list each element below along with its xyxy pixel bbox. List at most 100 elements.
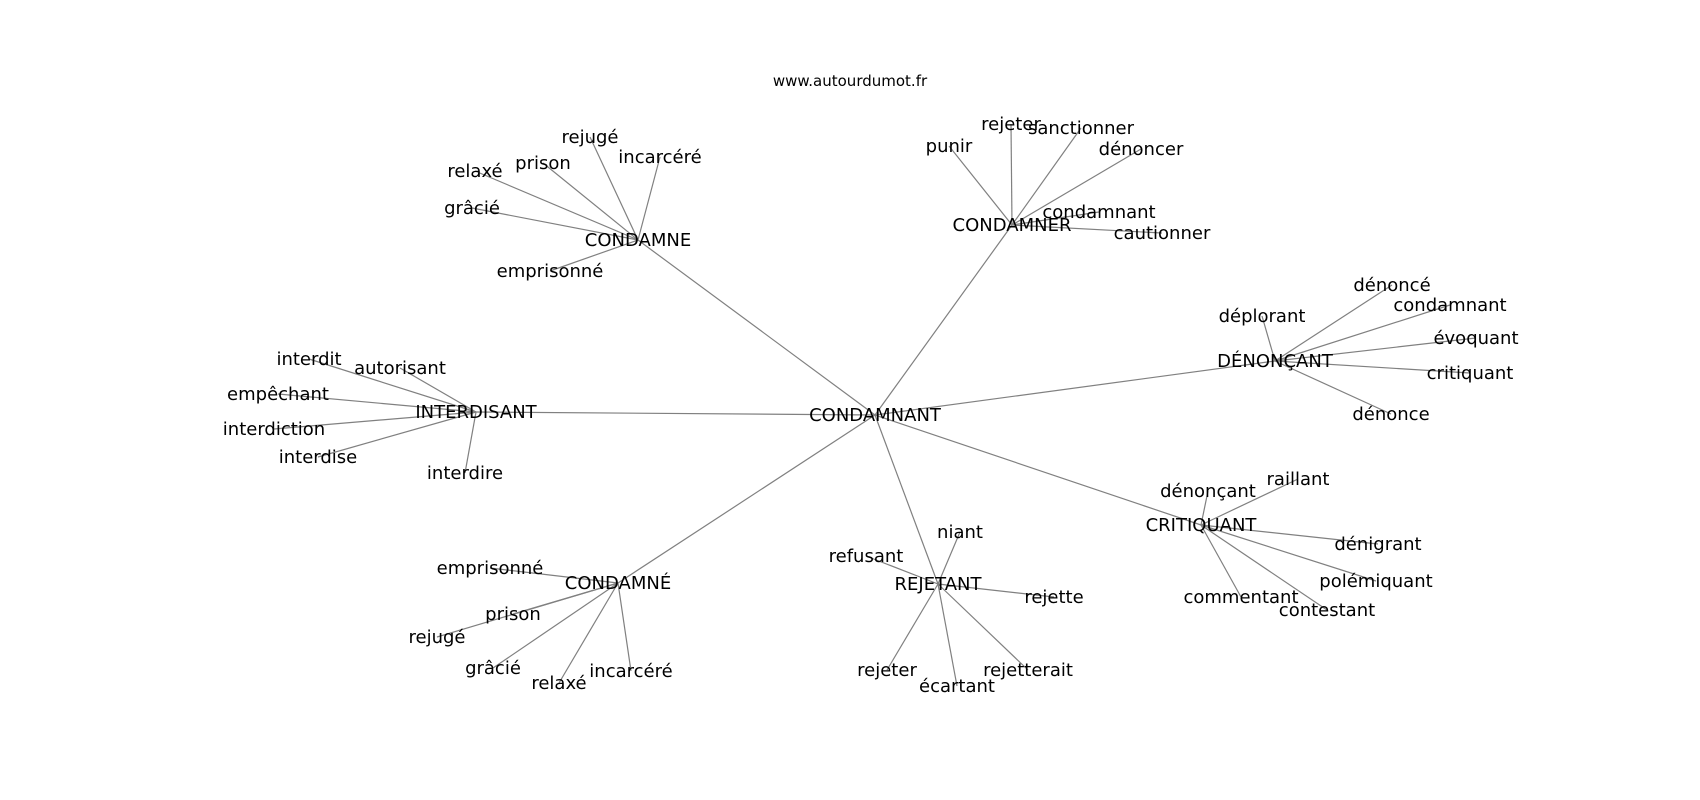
edge-rejetant-rejeter [886,583,939,671]
edge-denoncant-deplorant [1261,315,1276,362]
edge-condamne-emprisonne [489,567,619,584]
related-word-condamne-prison[interactable]: prison [515,153,571,174]
related-word-condamner-rejeter[interactable]: rejeter [981,114,1041,135]
related-word-denoncant-denonce[interactable]: dénonce [1352,404,1429,425]
related-word-critiquant-raillant[interactable]: raillant [1267,469,1330,490]
related-word-condamne-rejuge[interactable]: rejugé [409,627,466,648]
related-word-condamne-gracie[interactable]: grâcié [465,658,521,679]
related-word-rejetant-rejette[interactable]: rejette [1024,587,1083,608]
related-word-denoncant-critiquant[interactable]: critiquant [1427,363,1514,384]
cluster-word-condamne[interactable]: CONDAMNE [585,230,691,251]
edge-condamne-relaxe [558,582,619,684]
cluster-word-interdisant[interactable]: INTERDISANT [415,402,537,423]
related-word-condamne-incarcere[interactable]: incarcéré [618,147,701,168]
related-word-critiquant-denoncant[interactable]: dénonçant [1160,481,1256,502]
related-word-condamner-cautionner[interactable]: cautionner [1114,223,1211,244]
edge-condamne-relaxe [474,170,639,241]
related-word-interdisant-autorisant[interactable]: autorisant [354,358,446,379]
edge-condamne-gracie [471,207,639,241]
cluster-word-denoncant[interactable]: DÉNONÇANT [1217,350,1334,372]
related-word-condamne-gracie[interactable]: grâcié [444,198,500,219]
edge-center-critiquant [874,414,1202,526]
related-word-critiquant-contestant[interactable]: contestant [1279,600,1375,621]
edge-critiquant-commentant [1200,524,1242,598]
edge-center-rejetant [874,414,939,585]
cluster-word-condamne[interactable]: CONDAMNÉ [565,572,671,594]
edge-condamne-gracie [492,582,619,669]
edge-denoncant-denonce [1274,360,1392,415]
related-word-interdisant-interdit[interactable]: interdit [276,349,341,370]
cluster-word-rejetant[interactable]: REJETANT [895,574,983,595]
edge-interdisant-interdit [308,358,477,413]
edge-rejetant-refusant [865,555,939,585]
related-word-interdisant-interdiction[interactable]: interdiction [223,419,325,440]
edge-rejetant-ecartant [937,583,958,687]
related-word-condamne-rejuge[interactable]: rejugé [562,127,619,148]
related-word-rejetant-refusant[interactable]: refusant [829,546,904,567]
related-word-interdisant-interdire[interactable]: interdire [427,463,503,484]
graph-edges [273,123,1477,687]
edge-denoncant-critiquant [1274,360,1471,374]
related-word-denoncant-deplorant[interactable]: déplorant [1219,306,1306,327]
edge-condamner-rejeter [1010,123,1013,226]
edge-critiquant-raillant [1200,478,1299,526]
edge-interdisant-autorisant [399,367,477,413]
related-word-rejetant-rejetterait[interactable]: rejetterait [983,660,1073,681]
related-word-interdisant-empechant[interactable]: empêchant [227,384,329,405]
related-word-condamne-prison[interactable]: prison [485,604,541,625]
related-word-critiquant-denigrant[interactable]: dénigrant [1334,534,1421,555]
edge-denoncant-denonce [1274,284,1393,362]
edge-center-condamner [874,224,1013,416]
edge-rejetant-niant [937,531,961,585]
site-watermark: www.autourdumot.fr [772,72,928,90]
center-word[interactable]: CONDAMNANT [809,405,942,426]
edge-condamner-cautionner [1011,224,1163,234]
edge-interdisant-interdire [464,411,477,474]
related-word-rejetant-ecartant[interactable]: écartant [919,676,995,697]
edge-critiquant-polemiquant [1200,524,1377,582]
edge-denoncant-evoquant [1274,337,1477,362]
edge-critiquant-contestant [1200,524,1328,611]
related-word-condamner-denoncer[interactable]: dénoncer [1099,139,1184,160]
edge-condamner-denoncer [1011,148,1142,226]
related-word-critiquant-polemiquant[interactable]: polémiquant [1319,571,1432,592]
edge-center-denoncant [874,360,1276,416]
edge-center-condamne [617,414,876,584]
cluster-word-critiquant[interactable]: CRITIQUANT [1146,515,1258,536]
edge-condamne-incarcere [617,582,632,672]
related-word-condamne-relaxe[interactable]: relaxé [531,673,586,694]
edge-rejetant-rejetterait [937,583,1029,671]
related-word-condamne-incarcere[interactable]: incarcéré [589,661,672,682]
edge-condamne-emprisonne [549,239,639,272]
edge-condamne-rejuge [436,582,619,638]
related-word-condamner-condamnant[interactable]: condamnant [1042,202,1155,223]
related-word-rejetant-niant[interactable]: niant [937,522,983,543]
edge-denoncant-condamnant [1274,304,1451,362]
edge-condamne-prison [542,162,639,241]
related-word-interdisant-interdise[interactable]: interdise [279,447,358,468]
edge-interdisant-interdise [317,411,477,458]
edge-condamne-incarcere [637,156,661,241]
related-word-denoncant-denonce[interactable]: dénoncé [1353,275,1430,296]
edge-rejetant-rejette [937,583,1055,598]
related-word-rejetant-rejeter[interactable]: rejeter [857,660,917,681]
related-word-denoncant-evoquant[interactable]: évoquant [1433,328,1518,349]
edge-interdisant-empechant [277,393,477,413]
edge-condamne-rejuge [589,136,639,241]
edge-critiquant-denigrant [1200,524,1379,545]
edge-critiquant-denoncant [1200,490,1209,526]
related-word-condamne-relaxe[interactable]: relaxé [447,161,502,182]
related-word-condamne-emprisonne[interactable]: emprisonné [437,558,544,579]
edge-center-interdisant [475,411,876,416]
edge-condamner-punir [948,145,1013,226]
related-word-condamner-sanctionner[interactable]: sanctionner [1028,118,1135,139]
cluster-word-condamner[interactable]: CONDAMNER [953,215,1072,236]
related-word-condamne-emprisonne[interactable]: emprisonné [497,261,604,282]
edge-interdisant-interdiction [273,411,477,430]
related-word-condamner-punir[interactable]: punir [926,136,973,157]
edge-condamner-condamnant [1011,211,1100,226]
related-word-denoncant-condamnant[interactable]: condamnant [1393,295,1506,316]
related-word-critiquant-commentant[interactable]: commentant [1183,587,1298,608]
